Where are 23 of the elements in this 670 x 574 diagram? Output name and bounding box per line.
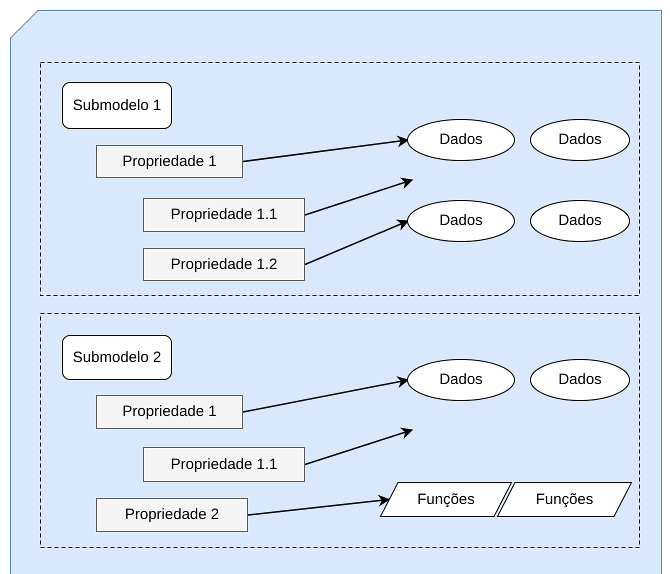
rounded-box: Submodelo 2 [62, 335, 172, 380]
property-box: Propriedade 1 [96, 145, 243, 178]
ellipse-node: Dados [407, 359, 515, 401]
property-box: Propriedade 1.1 [143, 447, 305, 482]
ellipse-node: Dados [407, 119, 515, 161]
ellipse-node: Dados [530, 200, 630, 242]
arrow [304, 428, 414, 466]
property-box: Propriedade 1.1 [143, 198, 305, 232]
dashed-group-frame [40, 62, 640, 296]
ellipse-node: Dados [407, 200, 515, 242]
property-box: Propriedade 1 [96, 395, 243, 429]
ellipse-node: Dados [530, 119, 630, 161]
arrow [242, 135, 410, 162]
container-panel [10, 10, 662, 574]
arrow [304, 220, 410, 266]
property-box: Propriedade 2 [96, 498, 248, 532]
ellipse-node: Dados [530, 359, 630, 401]
arrow [304, 178, 414, 216]
arrow [248, 494, 390, 516]
property-box: Propriedade 1.2 [143, 248, 305, 281]
dashed-group-frame [40, 313, 640, 548]
rounded-box: Submodelo 1 [62, 82, 172, 129]
arrow [242, 376, 410, 413]
